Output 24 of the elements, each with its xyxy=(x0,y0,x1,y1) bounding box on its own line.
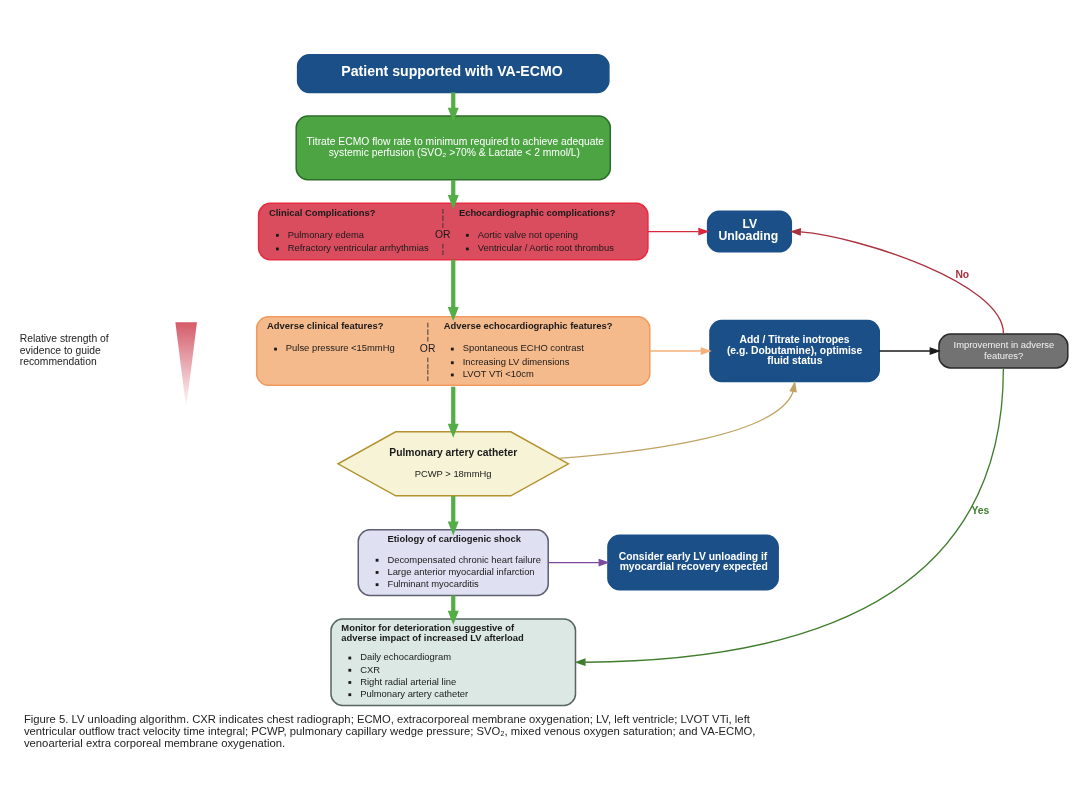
node-box: Titrate ECMO flow rate to minimum required to achieve adequate systemic perfusion (SVO₂ >70% & Lactate < 2 mmol/L) xyxy=(295,115,612,181)
arrow xyxy=(558,381,797,459)
arrow xyxy=(547,558,610,567)
edge-label: No xyxy=(955,269,970,281)
arrow xyxy=(649,347,712,355)
node-box: Consider early LV unloading if myocardial recovery expected xyxy=(607,534,779,591)
node-box: Improvement in adverse features? xyxy=(938,333,1069,369)
edge-label: Yes xyxy=(971,505,990,517)
label: Relative strength of evidence to guide recommendation xyxy=(19,333,109,367)
node-box: Clinical Complications? Echocardiographic complications? Pulmonary edema OR Aortic valve not opening Refractory ventricular arrhythmias Ventricular / Aortic root thrombus xyxy=(257,202,649,261)
arrow xyxy=(574,368,1005,667)
arrow xyxy=(447,386,459,438)
arrow xyxy=(878,347,941,355)
node-box: Add / Titrate inotropes (e.g. Dobutamine), optimise fluid status xyxy=(709,319,880,383)
node-box: Monitor for deterioration suggestive of adverse impact of increased LV afterload Daily echocardiogram CXR Right radial arterial line Pulmonary artery catheter xyxy=(330,618,577,707)
arrow xyxy=(789,228,1005,334)
node-box: LV Unloading xyxy=(706,210,793,253)
node-box: Patient supported with VA-ECMO xyxy=(296,54,610,94)
arrow xyxy=(647,227,710,236)
arrow xyxy=(447,495,459,536)
caption: Figure 5. LV unloading algorithm. CXR indicates chest radiograph; ECMO, extracorporeal membrane oxygenation; LV, left ventricle; LVOT VTi, left ventricular outflow tract velocity time integral; PCWP, pulmonary capillary wedge pressure; SVO₂, mixed venous oxygen saturation; and VA-ECMO, venoarterial extra corporeal membrane oxygenation. xyxy=(23,712,756,749)
node-box: Etiology of cardiogenic shock Decompensated chronic heart failure Large anterior myocardial infarction Fulminant myocarditis xyxy=(357,528,549,597)
node-box: Adverse clinical features? Adverse echocardiographic features? Pulse pressure <15mmHg OR Spontaneous ECHO contrast Increasing LV dimensions LVOT VTi <10cm xyxy=(255,315,651,387)
arrow xyxy=(447,259,459,321)
